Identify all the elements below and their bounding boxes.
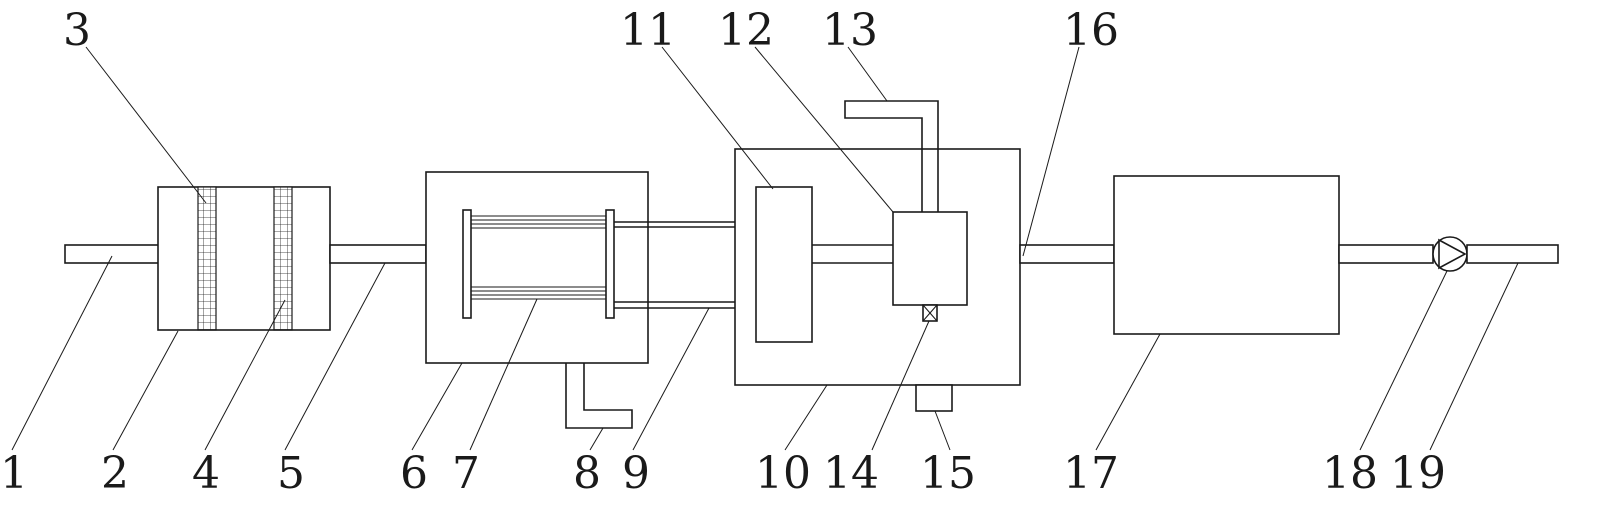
label-2: 2 <box>101 448 129 499</box>
label-12: 12 <box>718 5 774 56</box>
label-1: 1 <box>0 448 28 499</box>
leader-lines <box>11 46 1519 451</box>
filter-screen-4 <box>273 186 293 331</box>
pipe-17-18 <box>1338 244 1434 264</box>
label-10: 10 <box>755 448 811 499</box>
label-8: 8 <box>573 448 601 499</box>
label-13: 13 <box>822 5 878 56</box>
drain-15 <box>915 384 953 412</box>
outlet-pipe-19 <box>1466 244 1559 264</box>
left-plate <box>462 209 472 319</box>
label-19: 19 <box>1390 448 1446 499</box>
filter-screen-3 <box>197 186 217 331</box>
box-12 <box>892 211 968 306</box>
label-3: 3 <box>63 5 91 56</box>
label-16: 16 <box>1063 5 1119 56</box>
inlet-pipe <box>64 244 161 264</box>
connecting-pipe-5 <box>329 244 427 264</box>
label-14: 14 <box>823 448 879 499</box>
right-plate <box>605 209 615 319</box>
label-7: 7 <box>452 448 480 499</box>
filter-box <box>157 186 331 331</box>
pump-18 <box>1432 236 1468 272</box>
valve-14 <box>922 304 938 322</box>
block-11 <box>755 186 813 343</box>
box-17 <box>1113 175 1340 335</box>
label-4: 4 <box>192 448 220 499</box>
label-5: 5 <box>277 448 305 499</box>
label-17: 17 <box>1063 448 1119 499</box>
tube-bundle-7 <box>471 215 606 300</box>
label-6: 6 <box>400 448 428 499</box>
pipe-16 <box>1019 244 1115 264</box>
label-11: 11 <box>620 5 676 56</box>
label-9: 9 <box>622 448 650 499</box>
pipe-13 <box>844 100 939 212</box>
label-15: 15 <box>920 448 976 499</box>
label-18: 18 <box>1322 448 1378 499</box>
outlet-pipe-8 <box>565 363 633 429</box>
